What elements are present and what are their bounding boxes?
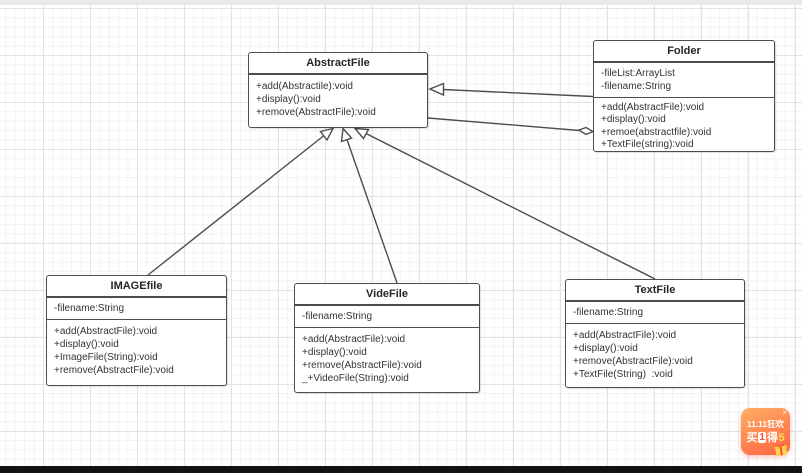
attribute-line: -fileList:ArrayList <box>601 68 675 79</box>
class-box-textfile[interactable]: TextFile -filename:String +add(AbstractF… <box>565 279 745 388</box>
class-attributes: -filename:String <box>295 306 479 328</box>
attribute-line: -filename:String <box>573 307 644 318</box>
class-title: TextFile <box>566 280 744 302</box>
class-title: VideFile <box>295 284 479 306</box>
class-methods: +add(AbstractFile):void +display():void … <box>594 98 774 151</box>
method-line: +display():void <box>256 94 321 105</box>
method-line: _+VideoFile(String):void <box>302 373 409 384</box>
method-line: +add(AbstractFile):void <box>601 102 705 113</box>
class-methods: +add(AbstractFile):void +display():void … <box>47 320 226 385</box>
top-window-strip <box>0 0 802 5</box>
method-line: +display():void <box>302 347 367 358</box>
class-box-imagefile[interactable]: IMAGEfile -filename:String +add(Abstract… <box>46 275 227 386</box>
method-line: +remove(AbstractFile):void <box>54 365 174 376</box>
class-box-videfile[interactable]: VideFile -filename:String +add(AbstractF… <box>294 283 480 393</box>
method-line: +remoe(abstractfile):void <box>601 126 712 138</box>
bottom-taskbar-strip <box>0 466 802 473</box>
method-line: +display():void <box>601 114 666 126</box>
method-line: +add(AbstractFile):void <box>302 334 406 345</box>
gift-icon <box>774 443 788 457</box>
close-icon[interactable]: × <box>782 408 787 417</box>
class-attributes: -filename:String <box>566 302 744 324</box>
method-line: +TextFile(string):void <box>601 139 694 151</box>
attribute-line: -filename:String <box>302 311 373 322</box>
promo-buy-char: 买 <box>746 432 758 444</box>
class-title: Folder <box>594 41 774 63</box>
promo-number-1: 1 <box>757 432 767 443</box>
class-box-folder[interactable]: Folder -fileList:ArrayList -filename:Str… <box>593 40 775 152</box>
class-attributes: -filename:String <box>47 298 226 320</box>
class-attributes: -fileList:ArrayList -filename:String <box>594 63 774 98</box>
method-line: +remove(AbstractFile):void <box>256 107 376 118</box>
method-line: +display():void <box>573 343 638 354</box>
attribute-line: -filename:String <box>54 303 125 314</box>
attribute-line: -filename:String <box>601 81 672 92</box>
promo-get-char: 得 <box>766 432 778 444</box>
method-line: +display():void <box>54 339 119 350</box>
promo-line1: 11.11狂欢 <box>746 419 785 429</box>
promo-number-5: 5 <box>778 432 785 444</box>
class-title: IMAGEfile <box>47 276 226 298</box>
method-line: +ImageFile(String):void <box>54 352 158 363</box>
method-line: +add(AbstractFile):void <box>573 330 677 341</box>
class-box-abstractfile[interactable]: AbstractFile +add(Abstractile):void +dis… <box>248 52 428 128</box>
method-line: +add(Abstractile):void <box>256 81 353 92</box>
method-line: +remove(AbstractFile):void <box>302 360 422 371</box>
method-line: +TextFile(String) :void <box>573 369 673 380</box>
class-methods: +add(AbstractFile):void +display():void … <box>295 328 479 392</box>
class-methods: +add(Abstractile):void +display():void +… <box>249 75 427 127</box>
class-methods: +add(AbstractFile):void +display():void … <box>566 324 744 387</box>
method-line: +remove(AbstractFile):void <box>573 356 693 367</box>
class-title: AbstractFile <box>249 53 427 75</box>
method-line: +add(AbstractFile):void <box>54 326 158 337</box>
